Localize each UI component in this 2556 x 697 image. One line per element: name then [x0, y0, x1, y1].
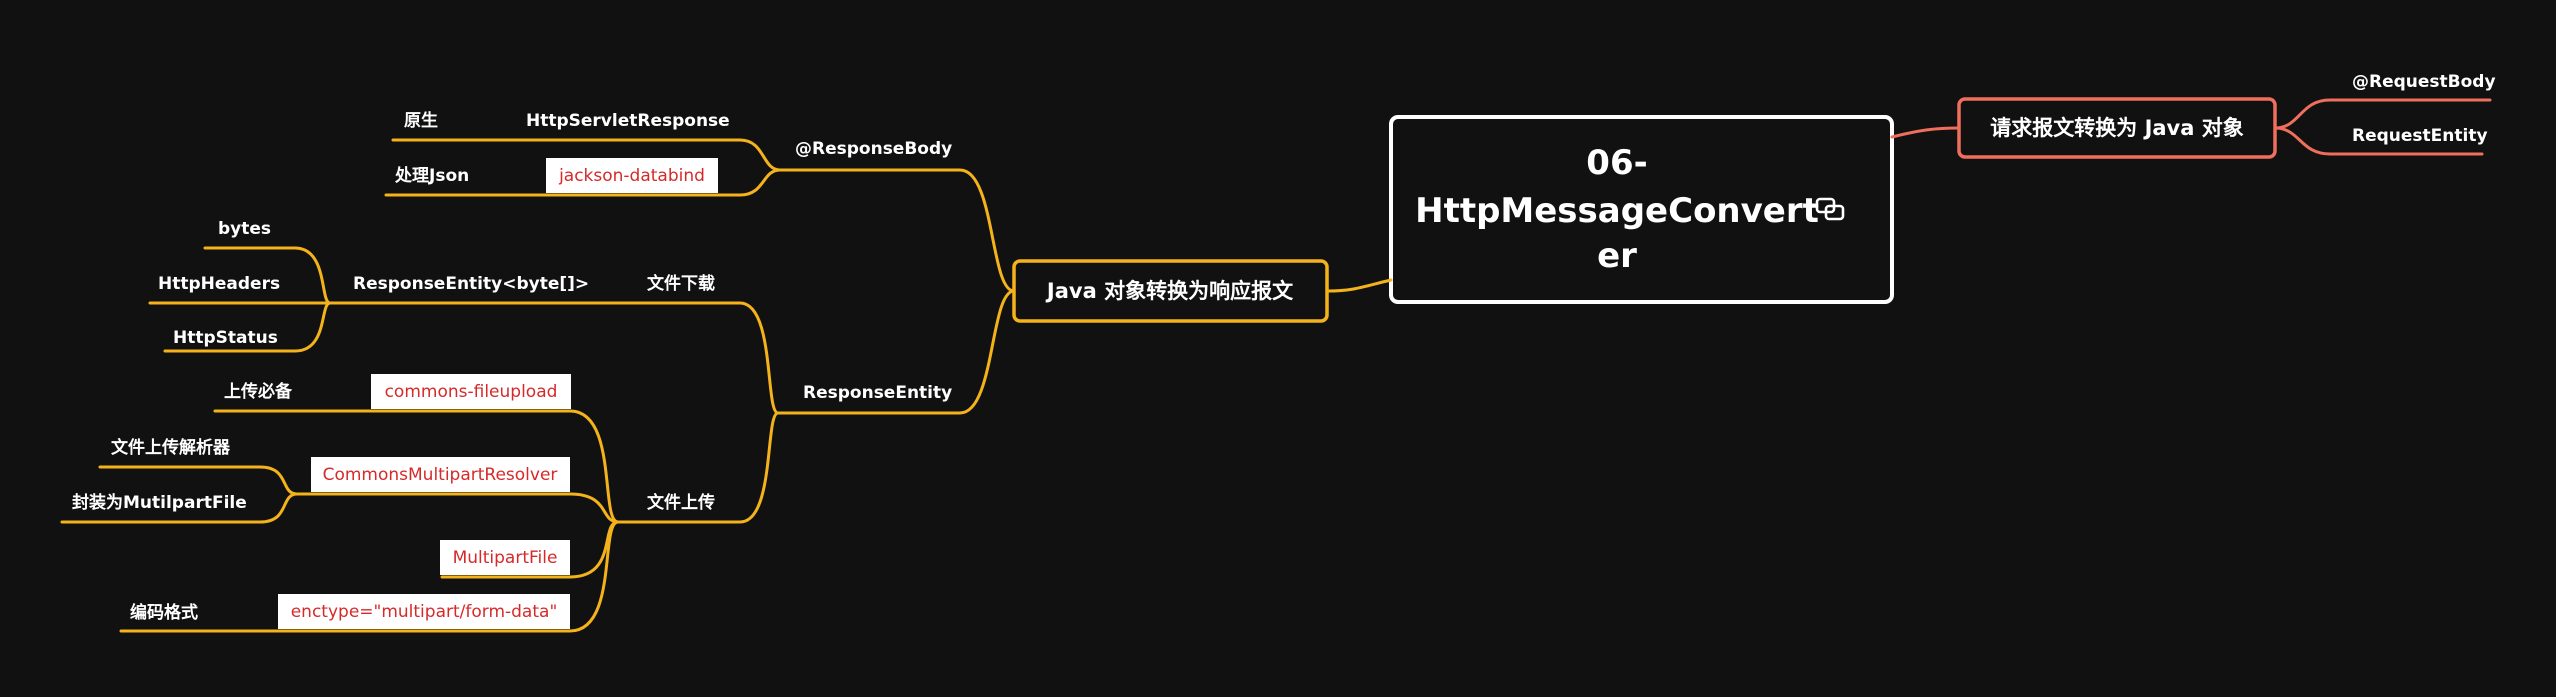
central-title-line-3: er: [1597, 236, 1637, 276]
tag-enctype[interactable]: enctype="multipart/form-data": [278, 594, 570, 629]
connector-native: [391, 138, 782, 172]
connector-response-body: [778, 168, 1016, 293]
node-wrap-label[interactable]: 封装为MutilpartFile: [72, 492, 247, 513]
main-topic-right-title: 请求报文转换为 Java 对象: [1990, 116, 2243, 140]
node-http-status[interactable]: HttpStatus: [173, 328, 278, 348]
connector-resolver-label: [98, 465, 299, 496]
connector-resolver: [295, 492, 620, 524]
svg-text:MultipartFile: MultipartFile: [453, 548, 558, 568]
link-icon[interactable]: [1815, 197, 1845, 221]
node-required-label[interactable]: 上传必备: [224, 381, 293, 402]
connector-http-status: [163, 301, 332, 353]
node-request-entity[interactable]: RequestEntity: [2352, 126, 2488, 146]
node-response-entity[interactable]: ResponseEntity: [803, 383, 952, 403]
tag-commons-multipart-resolver[interactable]: CommonsMultipartResolver: [311, 457, 570, 492]
connector-central-left: [1325, 278, 1393, 293]
main-topic-right[interactable]: 请求报文转换为 Java 对象: [1957, 97, 2277, 159]
node-http-headers[interactable]: HttpHeaders: [158, 274, 280, 294]
node-bytes[interactable]: bytes: [218, 219, 271, 239]
svg-text:enctype="multipart/form-data": enctype="multipart/form-data": [291, 602, 558, 622]
tag-commons-fileupload[interactable]: commons-fileupload: [371, 374, 571, 409]
node-native-label[interactable]: 原生: [404, 110, 438, 131]
node-json-label[interactable]: 处理Json: [394, 165, 469, 186]
node-native-value[interactable]: HttpServletResponse: [526, 111, 730, 131]
svg-text:commons-fileupload: commons-fileupload: [385, 382, 558, 402]
svg-text:jackson-databind: jackson-databind: [558, 166, 705, 186]
connector-encoding: [119, 520, 620, 633]
node-upload[interactable]: 文件上传: [647, 492, 715, 513]
node-encoding-label[interactable]: 编码格式: [130, 602, 198, 623]
central-title-line-1: 06-: [1586, 143, 1647, 183]
node-entity-type[interactable]: ResponseEntity<byte[]>: [353, 274, 589, 294]
central-title-line-2: HttpMessageConvert: [1415, 191, 1819, 231]
connector-response-entity: [776, 289, 1016, 415]
connector-required: [213, 409, 620, 524]
tag-multipart-file[interactable]: MultipartFile: [440, 540, 570, 575]
connector-wrap-label: [60, 492, 299, 524]
connector-request-body: [2273, 98, 2492, 130]
node-download[interactable]: 文件下载: [647, 273, 715, 294]
svg-text:CommonsMultipartResolver: CommonsMultipartResolver: [323, 465, 558, 485]
central-topic[interactable]: 06- HttpMessageConvert er: [1389, 115, 1894, 304]
connector-central-right: [1890, 126, 1961, 139]
connector-bytes: [203, 246, 332, 305]
connector-request-entity: [2273, 126, 2484, 156]
node-request-body[interactable]: @RequestBody: [2352, 72, 2496, 92]
connector-json: [384, 168, 782, 197]
tag-jackson-databind[interactable]: jackson-databind: [546, 158, 718, 193]
node-resolver-label[interactable]: 文件上传解析器: [111, 437, 231, 458]
main-topic-left-title: Java 对象转换为响应报文: [1045, 279, 1294, 303]
connector-download: [328, 301, 780, 415]
main-topic-left[interactable]: Java 对象转换为响应报文: [1012, 259, 1329, 323]
node-response-body[interactable]: @ResponseBody: [795, 139, 952, 159]
connector-upload: [616, 411, 780, 524]
